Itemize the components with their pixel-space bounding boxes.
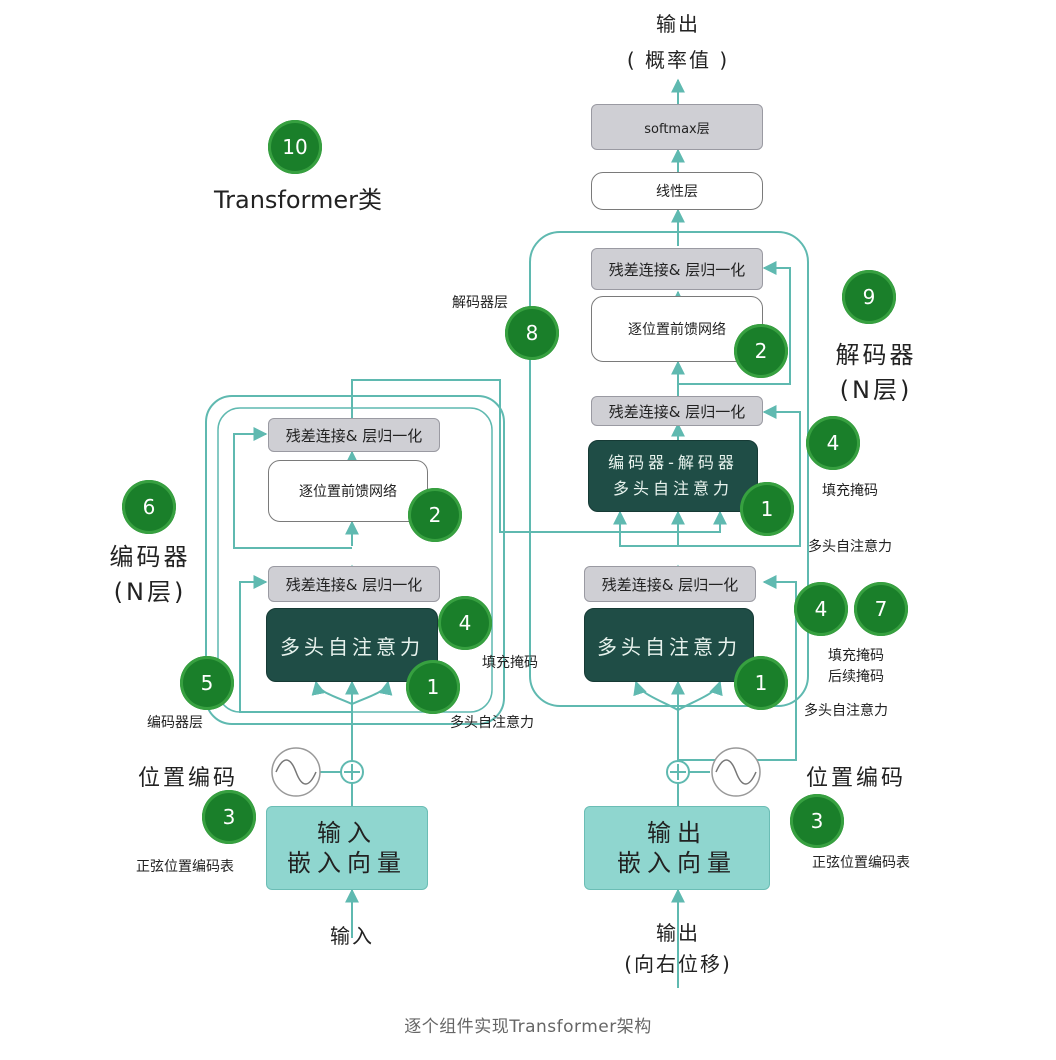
encoder-pos-enc-label: 位置编码 [137,766,238,791]
decoder-stack-label: 解码器 (N层) [835,341,917,404]
badge-10: 10 [268,120,322,174]
badge-4-decoder-cross: 4 [806,416,860,470]
badge-3-decoder: 3 [790,794,844,848]
badge-5: 5 [180,656,234,710]
decoder-pos-table-label: 正弦位置编码表 [812,855,910,871]
badge-9: 9 [842,270,896,324]
output-title: 输出 [656,12,700,36]
softmax-layer: softmax层 [591,104,763,150]
encoder-feedforward: 逐位置前馈网络 [268,460,428,522]
badge-4-encoder: 4 [438,596,492,650]
encoder-pad-mask-label: 填充掩码 [482,655,538,671]
encoder-self-attention: 多头自注意力 [266,608,438,682]
badge-1-decoder-cross: 1 [740,482,794,536]
decoder-addnorm-2: 残差连接& 层归一化 [591,396,763,426]
decoder-addnorm-3: 残差连接& 层归一化 [591,248,763,290]
encoder-embedding: 输入 嵌入向量 [266,806,428,890]
decoder-self-mha-label: 多头自注意力 [804,703,888,719]
decoder-input-label: 输出 (向右位移) [624,921,732,976]
decoder-embedding: 输出 嵌入向量 [584,806,770,890]
encoder-addnorm-1: 残差连接& 层归一化 [268,566,440,602]
badge-6: 6 [122,480,176,534]
decoder-cross-attention: 编码器-解码器 多头自注意力 [588,440,758,512]
decoder-self-attention: 多头自注意力 [584,608,754,682]
transformer-class-label: Transformer类 [213,186,382,214]
encoder-input-label: 输入 [330,924,374,948]
encoder-mha-label: 多头自注意力 [450,715,534,731]
output-probability-label: ( 概率值 ) [626,48,730,72]
linear-layer: 线性层 [591,172,763,210]
decoder-layer-label: 解码器层 [452,295,508,311]
badge-1-decoder-self: 1 [734,656,788,710]
badge-8: 8 [505,306,559,360]
badge-1-encoder: 1 [406,660,460,714]
badge-4-decoder-self: 4 [794,582,848,636]
encoder-stack-label: 编码器 (N层) [109,543,191,606]
decoder-mask-pair-label: 填充掩码 后续掩码 [828,648,884,685]
decoder-addnorm-1: 残差连接& 层归一化 [584,566,756,602]
encoder-pos-table-label: 正弦位置编码表 [136,859,234,875]
encoder-addnorm-2: 残差连接& 层归一化 [268,418,440,452]
badge-2-decoder: 2 [734,324,788,378]
badge-2-encoder: 2 [408,488,462,542]
decoder-cross-mha-label: 多头自注意力 [808,539,892,555]
decoder-pad-mask-label: 填充掩码 [822,483,878,499]
encoder-layer-label: 编码器层 [147,715,203,731]
badge-3-encoder: 3 [202,790,256,844]
badge-7: 7 [854,582,908,636]
decoder-pos-enc-label: 位置编码 [805,766,906,791]
figure-caption: 逐个组件实现Transformer架构 [404,1017,652,1037]
